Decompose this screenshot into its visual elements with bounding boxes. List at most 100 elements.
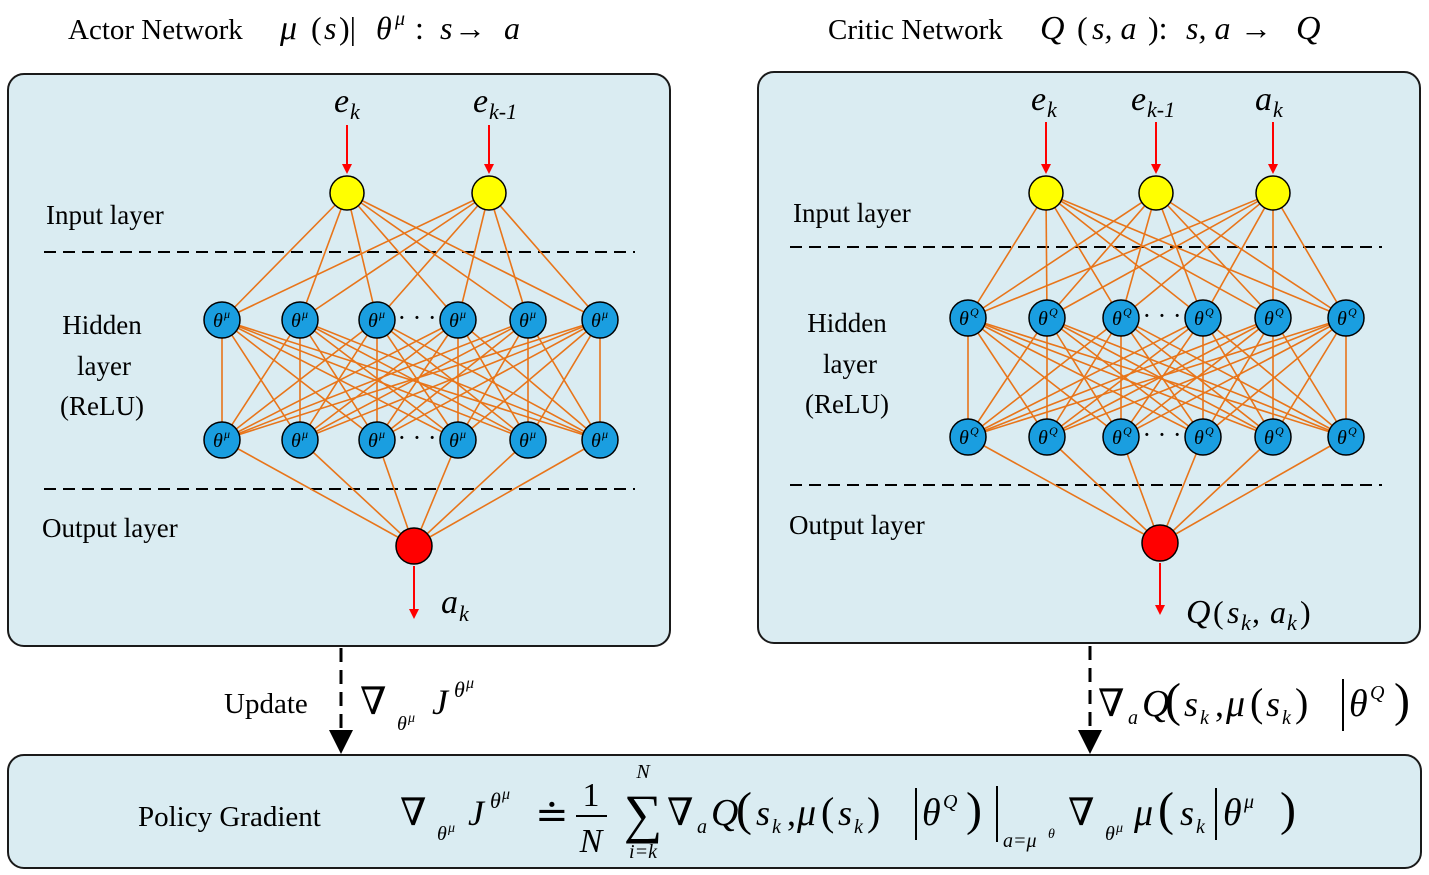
critic-edge bbox=[1272, 317, 1347, 438]
actor-output-ak: a k bbox=[441, 584, 470, 626]
critic-input-ek1-sub: k-1 bbox=[1147, 97, 1175, 122]
actor-edge bbox=[488, 192, 529, 321]
pg-eval-sup: θ bbox=[1048, 827, 1055, 842]
cg-theta: θ bbox=[1349, 683, 1368, 725]
critic-edge bbox=[1155, 192, 1274, 319]
actor-hidden-node bbox=[509, 421, 547, 459]
pg-sum: ∑ bbox=[624, 784, 663, 844]
actor-edge bbox=[299, 319, 459, 441]
actor-hidden-node bbox=[581, 421, 619, 459]
critic-edges bbox=[967, 192, 1347, 544]
update-nabla-sub-mu: μ bbox=[407, 711, 415, 726]
critic-edge bbox=[1120, 317, 1204, 438]
critic-hidden-node-label-sup: Q bbox=[1275, 424, 1284, 438]
critic-edge bbox=[1155, 192, 1347, 319]
critic-edge bbox=[1046, 192, 1157, 319]
critic-hidden-node-label-sup: Q bbox=[1348, 424, 1357, 438]
critic-title-text: Critic Network bbox=[828, 14, 1003, 46]
actor-output-ak-base: a bbox=[441, 584, 458, 621]
update-J-sup-theta: θ bbox=[454, 677, 465, 702]
update-J: J bbox=[432, 682, 450, 722]
critic-panel bbox=[757, 71, 1421, 644]
actor-hidden-node bbox=[281, 301, 319, 339]
actor-edges bbox=[221, 192, 601, 547]
pg-Q: Q bbox=[711, 792, 738, 834]
actor-hidden-node bbox=[439, 421, 477, 459]
actor-title-colon: : bbox=[415, 10, 424, 46]
cg-s2: s bbox=[1266, 684, 1280, 724]
cg-s2-sub: k bbox=[1282, 707, 1292, 729]
actor-hidden-node bbox=[203, 301, 241, 339]
critic-input-ek1-base: e bbox=[1131, 81, 1146, 118]
critic-hidden-node-label-sup: Q bbox=[1205, 305, 1214, 319]
critic-edge bbox=[1045, 192, 1204, 319]
critic-hidden-layer-label-2: layer bbox=[823, 349, 877, 379]
actor-title-a: a bbox=[504, 10, 520, 46]
actor-hidden-node-label-sup: μ bbox=[459, 427, 466, 441]
critic-edge bbox=[1045, 192, 1122, 319]
actor-title-mu: μ bbox=[279, 10, 297, 47]
actor-edge bbox=[221, 319, 601, 441]
actor-hidden-node-label-sup: μ bbox=[301, 307, 308, 321]
pg-sum-upper: N bbox=[635, 761, 651, 783]
pg-frac-N: N bbox=[579, 823, 605, 860]
critic-hidden-node-label: θ bbox=[959, 308, 969, 330]
policy-gradient-panel bbox=[7, 754, 1422, 869]
pg-nabla: ∇ bbox=[400, 792, 427, 834]
actor-hidden-node-label-sup: μ bbox=[601, 307, 608, 321]
critic-hidden-node-label-sup: Q bbox=[1275, 305, 1284, 319]
pg-nabla-mu-sub-theta: θ bbox=[1105, 823, 1115, 845]
pg-lparen3: ( bbox=[1158, 783, 1174, 836]
actor-edge bbox=[376, 319, 459, 441]
actor-hidden-node-label-sup: μ bbox=[529, 427, 536, 441]
cg-nabla: ∇ bbox=[1098, 683, 1125, 725]
critic-title-arrow: → bbox=[1240, 10, 1272, 46]
actor-input-ek-sub: k bbox=[350, 99, 361, 124]
critic-hidden-node bbox=[949, 299, 987, 337]
actor-edge bbox=[457, 319, 529, 441]
actor-input-ek1-sub: k-1 bbox=[489, 99, 517, 124]
pg-theta2: θ bbox=[1223, 792, 1242, 834]
actor-hidden-node-label: θ bbox=[368, 310, 378, 332]
critic-edge bbox=[1120, 192, 1157, 319]
critic-title: Critic Network Q ( s, a ): s, a → Q bbox=[828, 10, 1321, 47]
actor-hidden-node bbox=[281, 421, 319, 459]
pg-J: J bbox=[468, 793, 486, 833]
cg-Q: Q bbox=[1142, 683, 1169, 725]
pg-rparen3: ) bbox=[1280, 783, 1296, 836]
actor-hidden-node-label-sup: μ bbox=[459, 307, 466, 321]
critic-edge bbox=[967, 436, 1161, 544]
critic-title-rparen: ): bbox=[1148, 10, 1168, 46]
cg-rparen: ) bbox=[1394, 674, 1410, 727]
pg-s3-sub: k bbox=[1196, 816, 1206, 838]
policy-gradient-formula: Policy Gradient ∇ θ μ J θ μ ≐ 1 N N ∑ i=… bbox=[138, 761, 1296, 863]
critic-hidden-node-label-sup: Q bbox=[1205, 424, 1214, 438]
actor-hidden-node-label: θ bbox=[519, 310, 529, 332]
actor-hidden-node bbox=[509, 301, 547, 339]
cg-comma: , bbox=[1215, 684, 1224, 724]
actor-hidden-node-label: θ bbox=[519, 430, 529, 452]
critic-edge bbox=[967, 317, 1122, 438]
actor-input-node bbox=[471, 175, 507, 211]
critic-title-Q: Q bbox=[1040, 10, 1065, 47]
actor-input-layer-label: Input layer bbox=[46, 200, 164, 230]
critic-output-comma: , bbox=[1252, 594, 1260, 630]
cg-mu: μ bbox=[1225, 683, 1245, 725]
actor-hidden-layer-label-2: layer bbox=[77, 351, 131, 381]
critic-input-ek1: e k-1 bbox=[1131, 81, 1175, 122]
pg-nabla-sub-theta: θ bbox=[437, 823, 447, 845]
pg-nabla-a-sub: a bbox=[697, 816, 707, 838]
pg-nabla-sub-mu: μ bbox=[447, 821, 455, 836]
critic-input-node bbox=[1255, 175, 1291, 211]
actor-hidden-node-label: θ bbox=[449, 310, 459, 332]
pg-s1-sub: k bbox=[772, 816, 782, 838]
actor-edge bbox=[488, 192, 601, 321]
critic-gradient-formula: ∇ a Q ( s k , μ ( s k ) θ Q ) bbox=[1098, 674, 1410, 731]
actor-hidden-node-label: θ bbox=[213, 430, 223, 452]
actor-input-ek: e k bbox=[334, 83, 361, 124]
pg-lparen2: ( bbox=[821, 789, 834, 834]
actor-hidden-ellipsis: · · · bbox=[398, 303, 437, 332]
cg-nabla-sub: a bbox=[1128, 707, 1138, 729]
critic-edge bbox=[1159, 436, 1347, 544]
critic-hidden-node-label: θ bbox=[1038, 427, 1048, 449]
